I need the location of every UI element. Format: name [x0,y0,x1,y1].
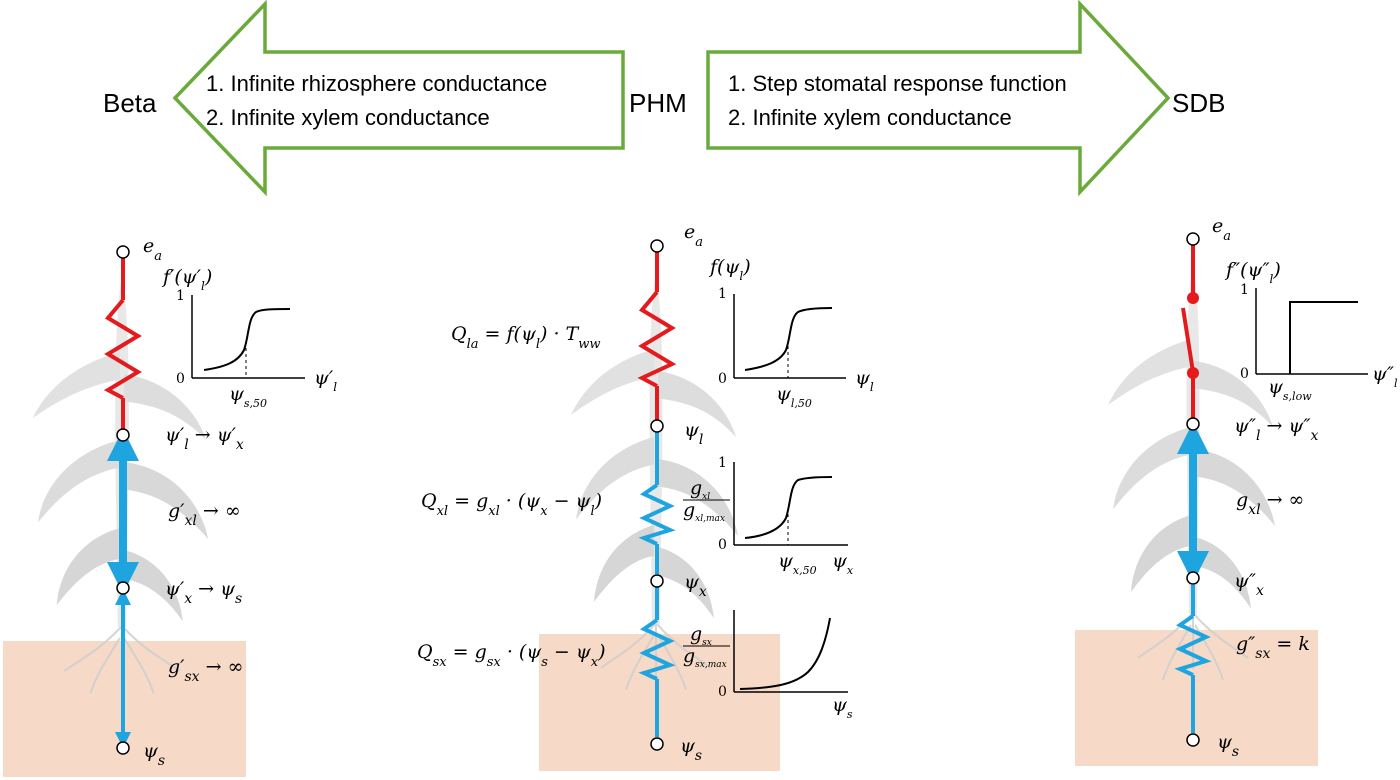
sdb-step-curve [1255,288,1368,375]
phm-xylem-curve [733,462,848,546]
sdb-node-top [1186,232,1200,246]
beta-node-xylem [116,581,130,595]
phm-node1-label: ψl [684,419,703,448]
beta-xylem-conductance-label: g′xl → ∞ [168,500,241,529]
phm-c1-y1: 1 [718,286,727,302]
beta-stomatal-curve [191,295,305,379]
beta-bottom-label: ψs [143,740,165,769]
sdb-stomatal-switch [1181,307,1195,373]
phm-curve1-label: f(ψl) [708,256,751,283]
sdb-xylem-conductance-label: gxl → ∞ [1236,489,1304,518]
beta-node1-label: ψ′l → ψ′x [165,424,244,453]
phm-c1-x-axis-label: ψl [855,367,874,394]
beta-curve-label: f′(ψ′l) [161,266,212,293]
phm-leaf-resistor [637,290,677,388]
phm-node-top [650,239,664,253]
sdb-rhizosphere-resistor [1174,614,1212,677]
phm-eq-leaf-flux: Qla = f(ψl) · Tww [451,323,601,352]
sdb-switch-top-pin [1187,292,1199,304]
sdb-y1-label: 1 [1240,282,1249,298]
sdb-model-label: SDB [1172,88,1225,118]
sdb-column: ea f″(ψ″l) 1 0 ψs,low ψ″l ψ″l → ψ″x gxl … [1174,215,1398,760]
phm-rhizosphere-curve [733,610,848,693]
phm-c2-x-axis-label: ψx [832,550,854,577]
right-arrow-item-2: 2. Infinite xylem conductance [728,105,1012,130]
beta-top-label: ea [143,235,162,264]
beta-rhizosphere-conductance-label: g′sx → ∞ [168,656,243,685]
sdb-node-xylem [1186,571,1200,585]
phm-column: ea f(ψl) 1 0 ψl,50 ψl Qla = f(ψl) · Tww … [417,221,874,764]
sdb-top-label: ea [1212,215,1231,244]
phm-top-label: ea [684,221,703,250]
left-arrow-outline [172,0,625,197]
left-arrow-item-2: 2. Infinite xylem conductance [206,105,490,130]
beta-node2-label: ψ′x → ψs [165,578,242,607]
sdb-y0-label: 0 [1240,366,1249,382]
right-arrow-item-1: 1. Step stomatal response function [728,71,1067,96]
phm-c2-num: gxl [690,477,710,502]
phm-stomatal-curve [733,294,846,379]
phm-c2-y1: 1 [718,455,727,471]
beta-column: ea f′(ψ′l) 1 0 ψs,50 ψ′l ψ′l → ψ′x g′xl … [103,235,337,769]
beta-y1-label: 1 [176,288,185,304]
phm-eq-rhizosphere-flux: Qsx = gsx · (ψs − ψx) [417,641,606,670]
phm-plant-silhouette [569,270,740,692]
beta-y0-label: 0 [176,371,185,387]
beta-x-tick: ψs,50 [229,383,267,410]
phm-node-soil [650,737,664,751]
beta-node-leaf [116,428,130,442]
phm-c2-den: gxl,max [683,499,725,524]
left-arrow-item-1: 1. Infinite rhizosphere conductance [206,71,547,96]
phm-c3-den: gsx,max [683,645,727,670]
phm-c2-y0: 0 [718,537,727,553]
sdb-curve-label: f″(ψ″l) [1224,259,1281,286]
phm-rhizosphere-resistor [638,618,676,681]
phm-node2-label: ψx [684,571,707,600]
sdb-x-tick: ψs,low [1268,376,1312,403]
sdb-node-soil [1186,733,1200,747]
sdb-x-axis-label: ψ″l [1372,363,1398,390]
phm-c1-y0: 0 [718,371,727,387]
phm-c2-x-tick: ψx,50 [778,550,817,577]
sdb-bottom-label: ψs [1217,731,1239,760]
beta-leaf-resistor [103,298,142,400]
beta-model-label: Beta [103,88,157,118]
sdb-rhizosphere-conductance-label: g″sx = k [1236,633,1310,662]
beta-x-axis-label: ψ′l [314,367,337,394]
phm-bottom-label: ψs [680,735,702,764]
phm-node-xylem [650,574,664,588]
beta-node-top [116,245,130,259]
phm-c3-y0: 0 [718,684,727,700]
beta-node-soil [116,741,130,755]
phm-c3-num: gsx [690,623,712,648]
right-arrow-outline [706,0,1171,197]
sdb-node2-label: ψ″x [1234,570,1264,599]
phm-c1-x-tick: ψl,50 [776,383,812,410]
phm-c3-x-axis-label: ψs [832,694,853,721]
phm-model-label: PHM [629,88,687,118]
phm-xylem-resistor [638,483,676,546]
sdb-node-leaf [1186,417,1200,431]
sdb-node1-label: ψ″l → ψ″x [1234,415,1318,444]
phm-node-leaf [650,419,664,433]
phm-eq-xylem-flux: Qxl = gxl · (ψx − ψl) [421,490,602,519]
